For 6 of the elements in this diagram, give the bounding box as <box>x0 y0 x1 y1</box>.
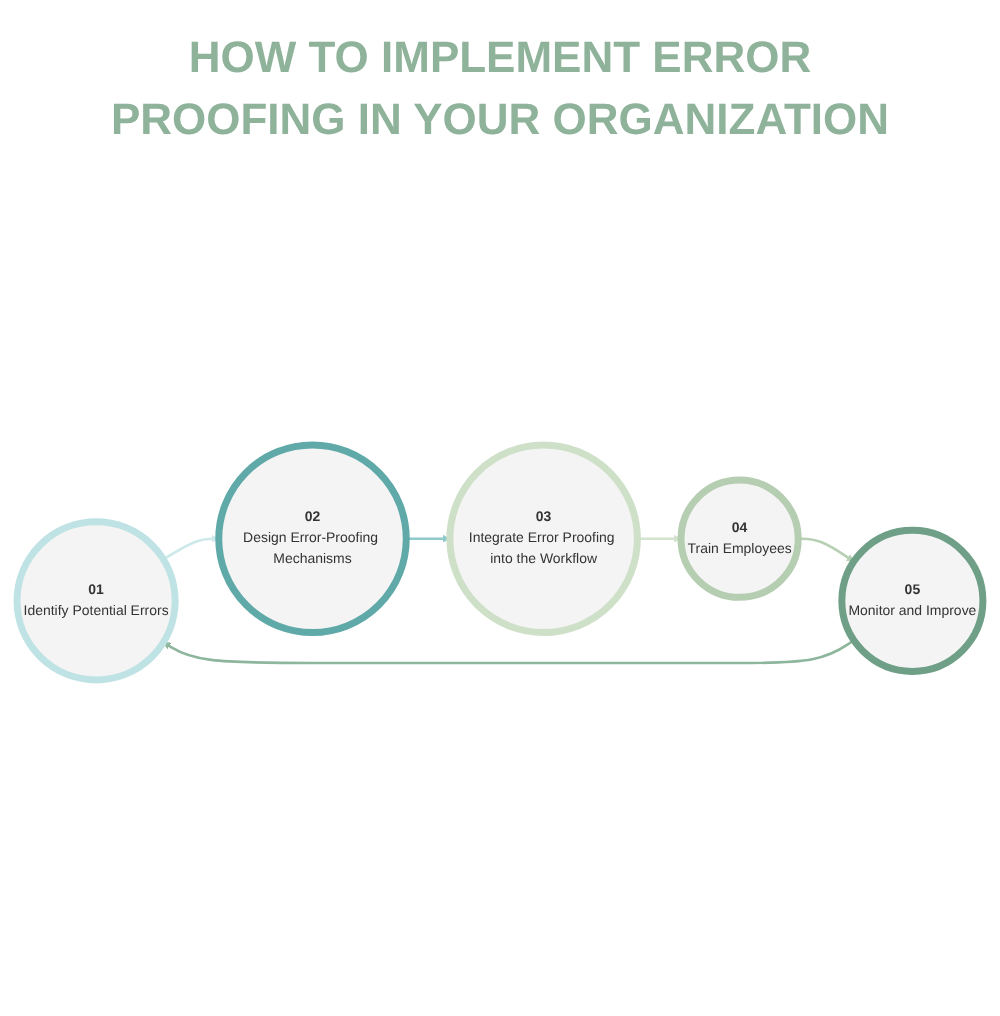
arrow <box>163 639 855 666</box>
title: HOW TO IMPLEMENT ERROR PROOFING IN YOUR ORGANIZATION <box>108 30 892 148</box>
arrow <box>798 538 855 563</box>
arrow <box>637 535 682 544</box>
arrow <box>406 535 451 544</box>
arrow <box>162 535 220 562</box>
